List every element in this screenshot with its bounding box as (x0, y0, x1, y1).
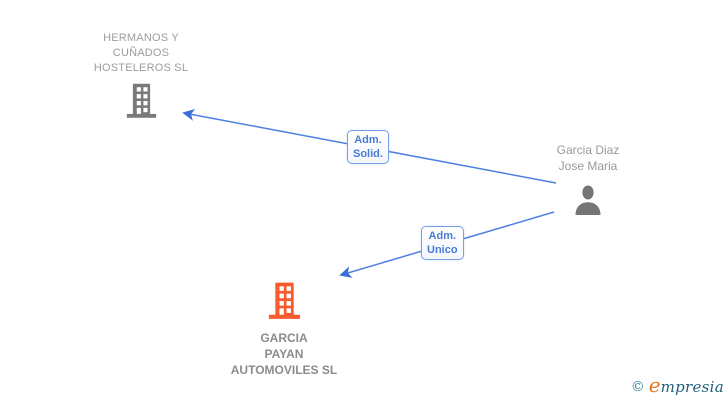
edge-label-adm-unico: Adm. Unico (421, 226, 464, 260)
node-company-garcia-payan[interactable]: GARCIA PAYAN AUTOMOVILES SL (204, 281, 364, 378)
empresia-logo: ©empresia (631, 373, 724, 397)
company-name-label: GARCIA PAYAN AUTOMOVILES SL (230, 331, 338, 377)
node-company-hermanos[interactable]: HERMANOS Y CUÑADOS HOSTELEROS SL (61, 31, 221, 125)
building-icon (61, 82, 221, 125)
company-name-label: HERMANOS Y CUÑADOS HOSTELEROS SL (93, 32, 189, 74)
building-icon-highlighted (204, 281, 364, 326)
edge-label-adm-solid: Adm. Solid. (347, 130, 389, 164)
node-person-garcia-diaz[interactable]: Garcia Diaz Jose Maria (528, 142, 648, 220)
logo-first-letter: e (648, 373, 661, 397)
person-name-label: Garcia Diaz Jose Maria (556, 143, 620, 173)
person-icon (528, 185, 648, 220)
copyright-icon: © (630, 379, 645, 395)
logo-brand-text: mpresia (660, 378, 724, 396)
